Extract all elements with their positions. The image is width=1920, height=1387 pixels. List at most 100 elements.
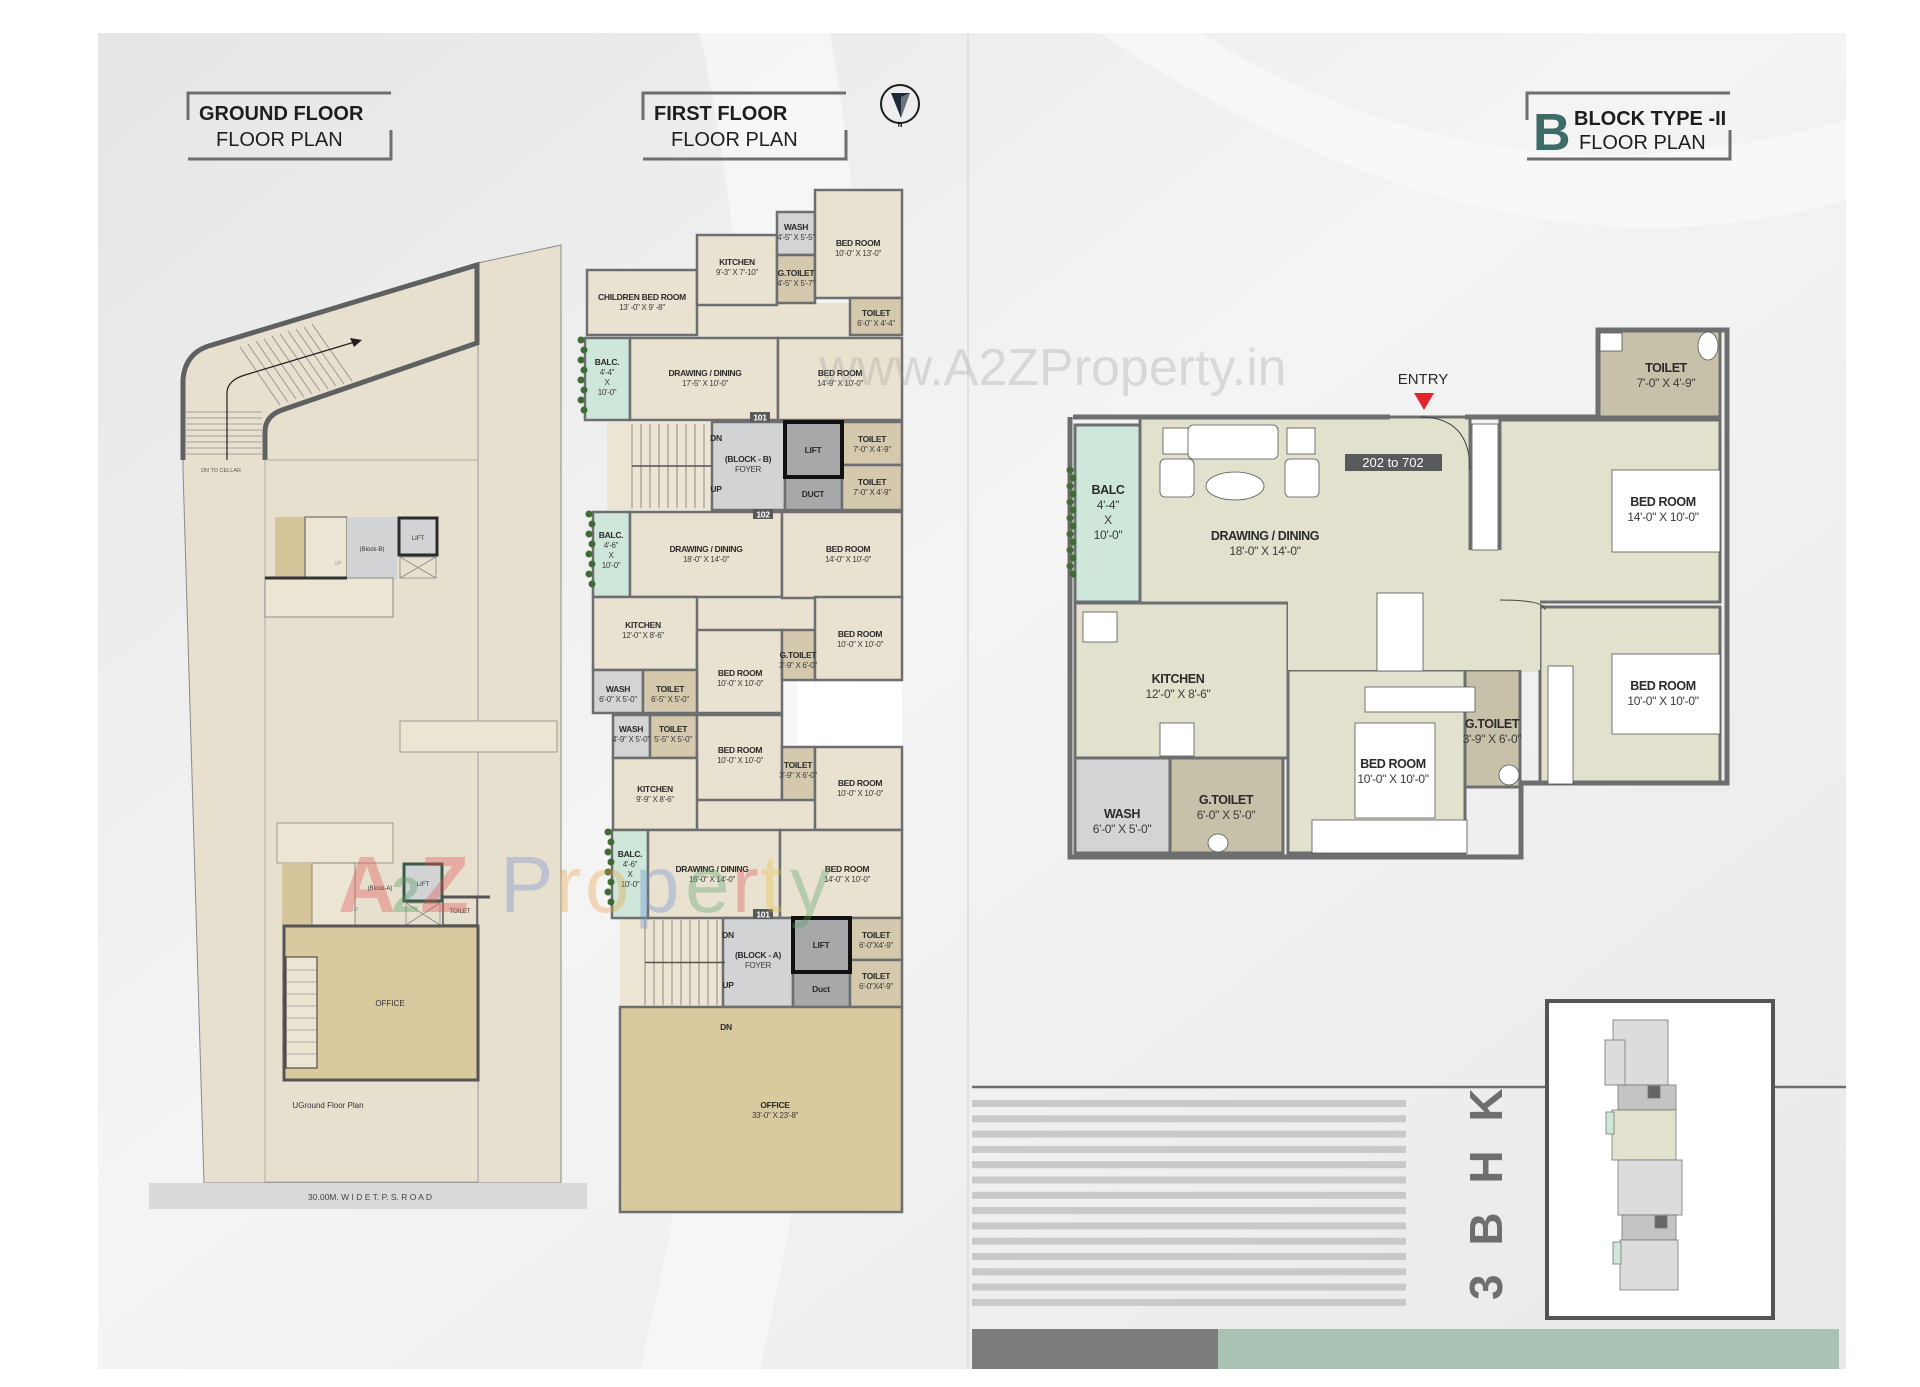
plant-icon (1069, 538, 1077, 546)
bed-room-room (813, 595, 904, 682)
first-floor-details (577, 336, 852, 1005)
room-name-label: DUCT (802, 489, 826, 499)
block-a-upper-stairs (276, 822, 394, 864)
floor-area (797, 682, 902, 747)
stripe (972, 1176, 1406, 1184)
office-room (618, 1005, 904, 1214)
room-name-label: TOILET (659, 724, 688, 734)
north-compass-icon: N (880, 84, 920, 129)
toilet-room (840, 463, 904, 512)
room-name-label: CHILDREN BED ROOM (598, 292, 686, 302)
unit-furniture (1082, 331, 1721, 854)
room-size-label: 14'-0" X 10'-0" (824, 875, 870, 884)
wardrobe (1471, 423, 1499, 551)
side-table (1286, 427, 1316, 455)
room-name-label: OFFICE (760, 1100, 790, 1110)
plant-icon (1066, 530, 1074, 538)
plant-icon (604, 888, 612, 896)
svg-text:e: e (685, 840, 730, 929)
room-name-label: TOILET (1645, 361, 1688, 375)
plant-icon (585, 530, 593, 538)
children-bed-room-room (585, 268, 699, 337)
plant-icon (1069, 506, 1077, 514)
plant-icon (1066, 562, 1074, 570)
outer-wall (1067, 327, 1730, 860)
plant-icon (607, 898, 615, 906)
plant-icon (580, 406, 588, 414)
wash-room (611, 713, 652, 760)
arrow-head-icon (350, 338, 362, 347)
plant-icon (1069, 522, 1077, 530)
plant-icon (588, 520, 596, 528)
block-title-sub: FLOOR PLAN (1579, 132, 1706, 154)
svg-text:A: A (338, 840, 396, 929)
wc (1207, 833, 1229, 853)
wash-basin (1599, 332, 1623, 352)
room-size-label: 4'-5" X 5'-5" (777, 233, 815, 242)
svg-text:P: P (500, 840, 553, 929)
room-size-label: 6'-5" X 5'-0" (651, 695, 689, 704)
stripe (972, 1161, 1406, 1169)
room-name-label: G.TOILET (778, 268, 816, 278)
room-size-label: 9'-9" X 8'-6" (636, 795, 674, 804)
block-type-title: B BLOCK TYPE -II FLOOR PLAN (1525, 91, 1732, 162)
stair-direction-label: UP (710, 484, 722, 494)
plant-icon (604, 868, 612, 876)
bed (1611, 653, 1721, 735)
block-title-bold: BLOCK TYPE -II (1574, 108, 1726, 130)
room-size-label: 6'-0" X 5'-0" (1197, 808, 1256, 822)
room-size-label: 14'-0" X 10'-0" (1627, 510, 1698, 524)
room-name-label: Duct (812, 984, 830, 994)
background-swoosh (1100, 33, 1846, 228)
plant-icon (604, 828, 612, 836)
svg-text:p: p (635, 840, 680, 929)
svg-text:o: o (585, 840, 630, 929)
plant-icon (588, 580, 596, 588)
stair-direction-label: DN (710, 433, 722, 443)
room-size-label: 10'-0" X 10'-0" (717, 756, 763, 765)
room-name-label: G.TOILET (1199, 793, 1254, 807)
building-outline (264, 459, 479, 1183)
side-table (1162, 427, 1192, 455)
room-name-label: BED ROOM (825, 864, 870, 874)
room-size-label: 5'-5" X 5'-0" (654, 735, 692, 744)
ground-office-label: OFFICE (375, 999, 404, 1008)
room-name-label: BALC (1091, 483, 1124, 497)
unit-number-label: 102 (756, 510, 770, 520)
room-size-label: 6'-0" X 5'-0" (599, 695, 637, 704)
plant-icon (1066, 546, 1074, 554)
room-name-label: WASH (784, 222, 808, 232)
stripe (972, 1268, 1406, 1276)
room-name-label: BED ROOM (826, 544, 871, 554)
block-b-landing (275, 517, 305, 578)
room-name-label: BED ROOM (718, 745, 763, 755)
room-name-label: TOILET (858, 434, 887, 444)
plant-icon (577, 336, 585, 344)
floor-area (697, 303, 850, 339)
room-name-label: DRAWING / DINING (668, 368, 742, 378)
stair-direction-label: DN (722, 930, 734, 940)
room-name-label: WASH (619, 724, 643, 734)
dining-table (1376, 592, 1424, 672)
room-size-label: 10'-0" X 10'-0" (837, 640, 883, 649)
lift-shaft-wall (783, 420, 844, 479)
room-size-label: 9'-3" X 7'-10" (716, 268, 758, 277)
unit-number-badge (753, 909, 773, 919)
first-floor-rooms (583, 188, 904, 1214)
stripe (972, 1130, 1406, 1138)
balc-room (1073, 423, 1142, 604)
unit-number-badge (750, 412, 770, 422)
plant-icon (585, 570, 593, 578)
room-size-label: 6'-0" X 4'-4" (857, 319, 895, 328)
plant-icon (588, 540, 596, 548)
room-size-label: 10'-0" X 13'-0" (835, 249, 881, 258)
first-floor-title-sub: FLOOR PLAN (671, 129, 798, 151)
logo-watermark: A 2 Z P r o p e r t y (338, 840, 830, 929)
plant-icon (1066, 482, 1074, 490)
plant-icon (580, 366, 588, 374)
unit-type-label: 3 B H K (1460, 1080, 1512, 1300)
ground-floor-plan: DN TO CELLAR (Block-B) UP LIFT (Block-A)… (149, 244, 587, 1209)
toilet-room (648, 713, 699, 760)
